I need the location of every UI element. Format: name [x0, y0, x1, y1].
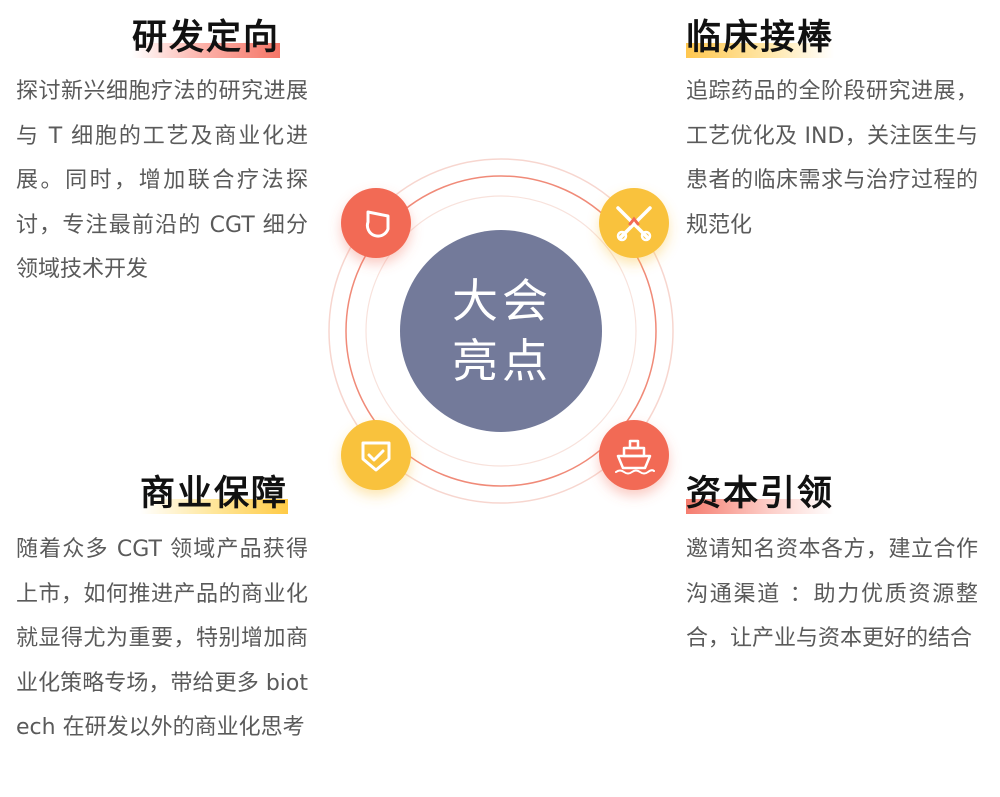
clinical-title-text: 临床接棒	[686, 18, 835, 58]
center-label-text: 大会亮点	[452, 273, 552, 388]
clinical-title: 临床接棒	[686, 16, 835, 60]
tools-icon	[599, 188, 669, 258]
rd-title-text: 研发定向	[132, 18, 281, 58]
commercial-body: 随着众多 CGT 领域产品获得上市，如何推进产品的商业化就显得尤为重要，特别增加…	[16, 537, 308, 740]
commercial-title-highlight	[140, 499, 289, 514]
inner-ring	[365, 195, 637, 467]
center-label: 大会亮点	[402, 228, 602, 433]
ship-icon	[599, 420, 669, 490]
commercial-title: 商业保障	[140, 472, 289, 516]
commercial-title-text: 商业保障	[140, 474, 289, 514]
clinical-title-highlight	[686, 43, 835, 58]
capital-title: 资本引领	[686, 472, 835, 516]
outer-ring	[328, 158, 674, 504]
drop-icon	[341, 188, 411, 258]
shield-check-icon	[341, 420, 411, 490]
center-circle	[400, 230, 602, 432]
rd-body: 探讨新兴细胞疗法的研究进展与 T 细胞的工艺及商业化进展。同时，增加联合疗法探讨…	[16, 79, 308, 282]
rd-title: 研发定向	[132, 16, 281, 60]
rd-title-highlight	[132, 43, 281, 58]
capital-body: 邀请知名资本各方，建立合作沟通渠道 ：助力优质资源整合，让产业与资本更好的结合	[686, 537, 978, 651]
capital-title-text: 资本引领	[686, 474, 835, 514]
capital-title-highlight	[686, 499, 835, 514]
main-ring	[345, 175, 657, 487]
clinical-body: 追踪药品的全阶段研究进展，工艺优化及 IND，关注医生与患者的临床需求与治疗过程…	[686, 79, 978, 238]
